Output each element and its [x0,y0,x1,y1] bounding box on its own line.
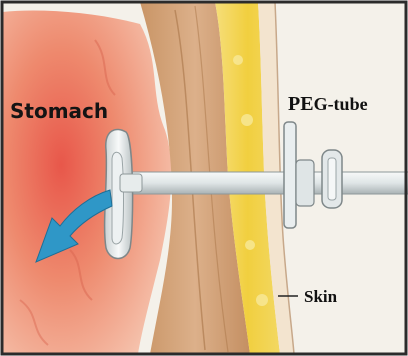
fat-globule [233,55,243,65]
peg-tube-label-b: G-tube [314,94,368,114]
peg-tube-label-a: PE [288,93,314,115]
fat-globule [241,114,253,126]
tube-clamp-inner [328,158,336,200]
plate-collar [296,160,314,206]
bumper-hub [120,174,142,192]
fat-globule [245,240,255,250]
bumper-core [112,152,124,244]
tube-shaft [118,172,408,194]
fat-globule [256,294,268,306]
external-plate [284,122,296,228]
skin-label: Skin [304,287,338,306]
stomach-label: Stomach [10,99,108,123]
peg-tube-label: PEG-tube [288,93,368,115]
